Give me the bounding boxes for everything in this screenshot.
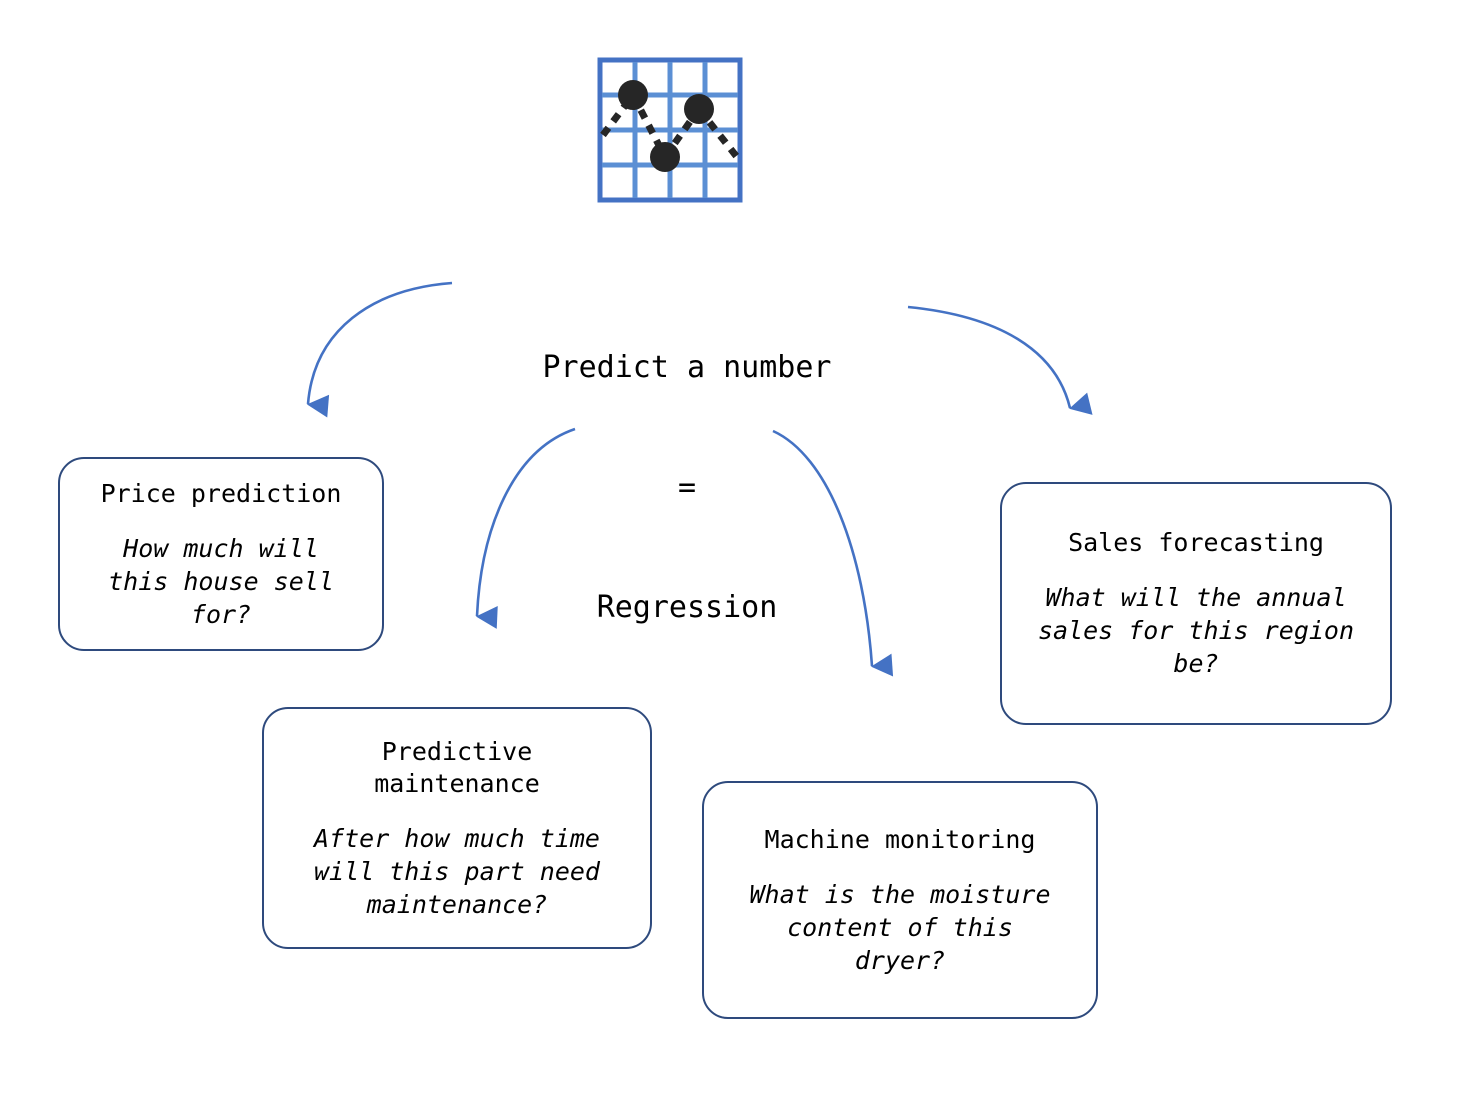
page-title: Predict a number = Regression [437, 268, 937, 708]
page-title-line-1: Predict a number [542, 350, 832, 385]
page-title-line-2: = [677, 470, 697, 505]
card-title: Sales forecasting [1068, 528, 1324, 557]
card-body: What will the annual sales for this regi… [1037, 583, 1355, 678]
card-title: Price prediction [100, 478, 342, 508]
card-machine-monitoring[interactable]: Machine monitoring What is the moisture … [702, 781, 1098, 1019]
card-body: How much will this house sell for? [108, 533, 334, 629]
regression-scatter-grid-icon [597, 57, 743, 203]
icon-data-point [684, 94, 714, 124]
icon-data-point [618, 80, 648, 110]
card-body: After how much time will this part need … [314, 823, 600, 919]
card-title: Machine monitoring [764, 824, 1036, 854]
card-predictive-maintenance[interactable]: Predictive maintenance After how much ti… [262, 707, 652, 949]
card-sales-forecasting[interactable]: Sales forecasting What will the annual s… [1000, 482, 1392, 725]
page-title-line-3: Regression [596, 590, 778, 625]
card-body: What is the moisture content of this dry… [749, 879, 1051, 975]
card-title: Predictive maintenance [374, 736, 540, 798]
icon-data-point [650, 142, 680, 172]
arrow-to-price-prediction [306, 281, 453, 418]
card-price-prediction[interactable]: Price prediction How much will this hous… [58, 457, 384, 651]
